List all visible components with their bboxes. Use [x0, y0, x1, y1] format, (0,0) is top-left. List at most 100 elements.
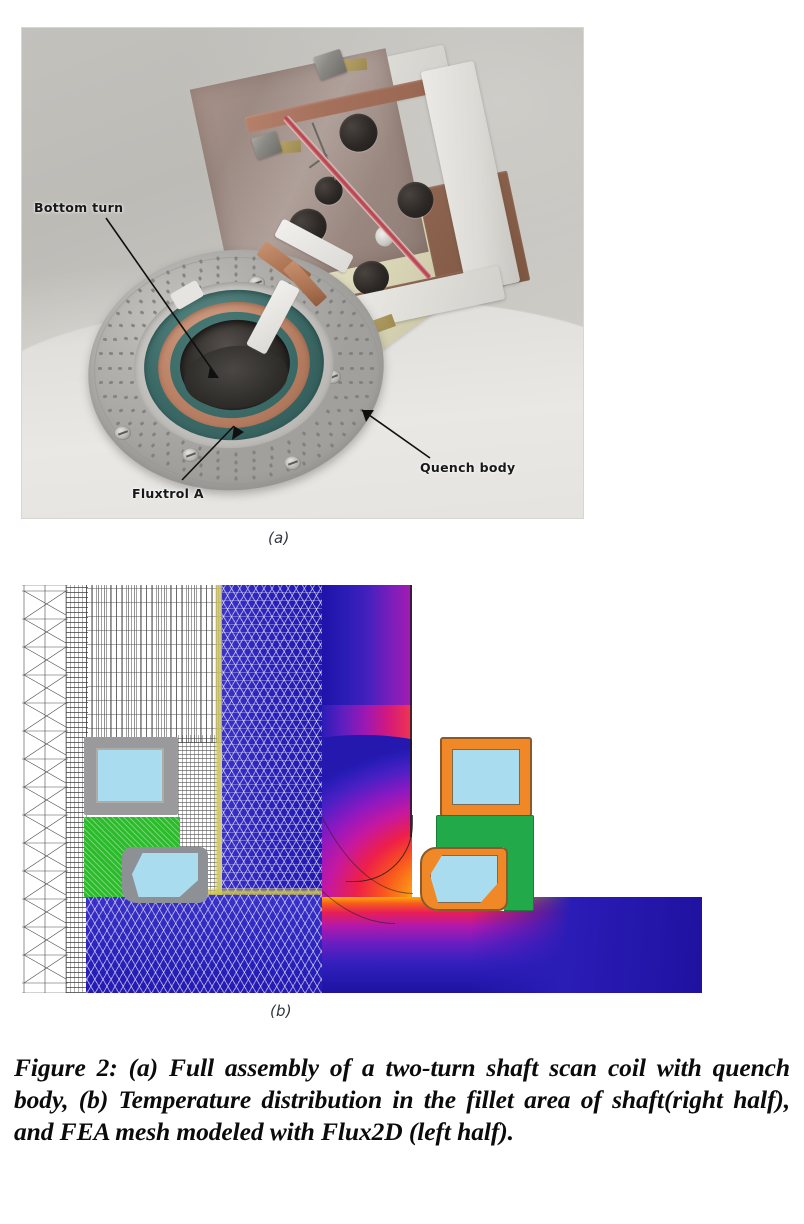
spray-hole: [328, 298, 334, 304]
spray-hole: [152, 420, 158, 426]
spray-hole-array: [88, 250, 384, 490]
spray-hole: [354, 394, 360, 399]
mesh-coil-turn-1-channel: [96, 748, 164, 803]
spray-hole: [341, 298, 347, 304]
spray-hole: [351, 420, 357, 426]
spray-hole: [130, 323, 136, 328]
spray-hole: [360, 366, 364, 370]
quench-body-screw: [182, 448, 199, 462]
spray-hole: [118, 366, 122, 370]
spray-hole: [316, 452, 322, 458]
spray-hole: [348, 408, 354, 413]
spray-hole: [216, 474, 220, 480]
spray-hole: [329, 443, 335, 449]
spray-hole: [359, 323, 365, 329]
spray-hole: [252, 264, 256, 270]
spray-hole: [350, 366, 354, 370]
spray-hole: [358, 380, 363, 385]
spray-hole: [102, 337, 107, 342]
figure-caption: Figure 2: (a) Full assembly of a two-tur…: [14, 1053, 790, 1146]
spray-hole: [133, 395, 139, 400]
quench-body-disc: [76, 218, 396, 505]
spray-hole: [98, 366, 102, 370]
spray-hole: [118, 408, 124, 413]
spray-hole: [359, 407, 365, 413]
spray-hole: [343, 336, 349, 341]
spray-hole: [269, 455, 274, 460]
temperature-contour-half: [322, 585, 702, 993]
spray-hole: [343, 395, 349, 400]
annotation-quench-body: Quench body: [420, 460, 516, 475]
spray-hole: [341, 432, 347, 438]
spray-hole: [358, 351, 363, 356]
spray-hole: [328, 432, 334, 438]
quench-body-screw: [284, 456, 301, 470]
spray-hole: [339, 310, 345, 316]
spray-hole: [354, 337, 360, 342]
spray-hole: [198, 276, 203, 281]
panel-b-sublabel: (b): [270, 1002, 292, 1020]
spray-hole: [150, 452, 156, 458]
spray-hole: [109, 380, 114, 385]
spray-hole: [165, 270, 171, 276]
spray-hole: [125, 298, 131, 304]
quench-body-screw: [114, 426, 131, 440]
spray-hole: [98, 380, 104, 385]
spray-hole: [269, 463, 274, 469]
spray-hole: [301, 460, 307, 466]
spray-hole: [316, 442, 321, 448]
spray-hole: [151, 299, 157, 305]
spray-hole: [115, 310, 121, 316]
spray-hole: [98, 351, 104, 356]
spray-hole: [165, 289, 171, 295]
spray-hole: [234, 264, 238, 268]
spray-hole: [252, 450, 257, 455]
surface-skin-layer: [214, 585, 223, 993]
spray-hole: [165, 441, 171, 447]
spray-hole: [301, 431, 307, 437]
spray-hole: [119, 380, 124, 385]
spray-hole: [315, 431, 321, 437]
spray-hole: [165, 451, 171, 457]
spray-hole: [123, 395, 129, 400]
spray-hole: [107, 407, 113, 413]
spray-hole: [365, 394, 370, 399]
boundary-layer-mesh: [66, 585, 88, 993]
spray-hole: [165, 460, 171, 466]
spray-hole: [129, 351, 134, 355]
spray-hole: [325, 408, 331, 414]
annotation-fluxtrol-a: Fluxtrol A: [132, 486, 204, 501]
spray-hole: [181, 272, 186, 278]
spray-hole: [339, 420, 345, 426]
spray-hole: [370, 366, 374, 370]
assembly-photograph: Bottom turn Fluxtrol A Quench body: [22, 28, 583, 518]
panel-a-sublabel: (a): [268, 529, 290, 547]
spray-hole: [198, 471, 203, 477]
flange-contour-far-field: [472, 897, 702, 993]
figure-panel-b: [22, 585, 702, 993]
spray-hole: [336, 323, 342, 328]
annotation-bottom-turn: Bottom turn: [34, 200, 124, 215]
spray-hole: [197, 446, 202, 452]
spray-hole: [348, 380, 353, 385]
spray-hole: [118, 323, 124, 328]
spray-hole: [165, 279, 171, 285]
spray-hole: [216, 458, 220, 464]
spray-hole: [137, 443, 143, 449]
spray-hole: [141, 408, 147, 414]
spray-hole: [216, 264, 220, 270]
spray-hole: [286, 439, 292, 445]
spray-hole: [351, 310, 357, 316]
spray-hole: [216, 466, 220, 472]
spray-hole: [139, 420, 145, 426]
spray-hole: [127, 420, 133, 426]
spray-hole: [107, 323, 113, 329]
coil-turn-1-cooling-channel: [452, 749, 520, 805]
spray-hole: [151, 431, 157, 437]
spray-hole: [123, 336, 129, 341]
spray-hole: [325, 322, 331, 328]
spray-hole: [234, 476, 238, 480]
spray-hole: [180, 439, 186, 445]
mesh-coil-turn-2-channel: [132, 853, 198, 897]
spray-hole: [198, 259, 203, 265]
